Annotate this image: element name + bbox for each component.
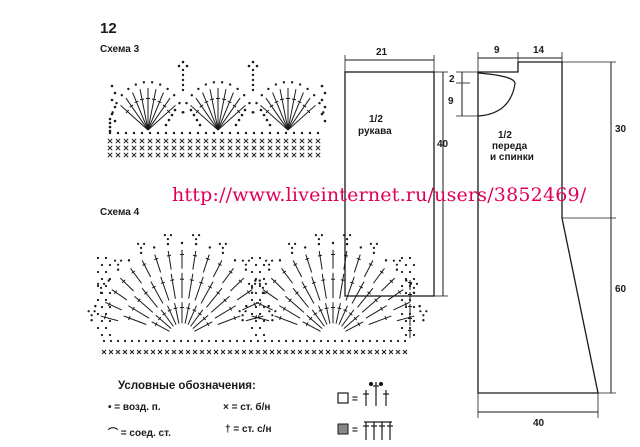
legend-title: Условные обозначения:: [118, 380, 256, 392]
svg-text:=: =: [352, 394, 358, 405]
scheme4-chart: [87, 234, 428, 355]
dc-text: ст. с/н: [241, 424, 272, 435]
body-outline: [477, 61, 599, 394]
neck-width-label: 9: [494, 45, 500, 56]
neck-depth-back-label: 2: [449, 74, 455, 85]
body-pattern: 9 14 2 9 30 60 40 1/2 переда и спинки: [448, 45, 627, 429]
sleeve-title: рукава: [358, 126, 392, 137]
scheme4-label: Схема 4: [100, 207, 140, 218]
four-stitch-group-icon: [363, 421, 393, 440]
legend-item-slip: ⌒ = соед. ст.: [108, 428, 171, 439]
gray-square-icon: [337, 423, 349, 435]
front-neckline: [477, 72, 516, 117]
sc-symbol: ×: [223, 402, 229, 413]
svg-text:=: =: [352, 425, 358, 436]
sleeve-height-label: 40: [437, 139, 449, 150]
sleeve-outline: [344, 71, 435, 297]
chain-text: возд. п.: [122, 402, 161, 413]
body-title-line3: и спинки: [490, 152, 534, 163]
armhole-height-label: 30: [615, 124, 627, 135]
neck-depth-front-label: 9: [448, 96, 454, 107]
body-title-fraction: 1/2: [498, 130, 512, 141]
slip-symbol: ⌒: [108, 428, 118, 439]
legend-item-sc: × = ст. б/н: [223, 402, 271, 413]
sleeve-width-label: 21: [376, 47, 388, 58]
shoulder-width-label: 14: [533, 45, 545, 56]
page-number: 12: [100, 20, 117, 37]
legend-item-dc: † = ст. с/н: [225, 424, 272, 435]
scheme3-chart: [107, 60, 327, 158]
legend-box-symbols: = =: [337, 381, 393, 440]
side-length-label: 60: [615, 284, 627, 295]
sc-text: ст. б/н: [240, 402, 271, 413]
white-square-icon: [337, 392, 349, 404]
body-title-line2: переда: [492, 141, 528, 152]
watermark-url: http://www.liveinternet.ru/users/3852469…: [172, 184, 587, 206]
bottom-width-label: 40: [533, 418, 545, 429]
scheme3-label: Схема 3: [100, 44, 140, 55]
sleeve-title-fraction: 1/2: [369, 114, 383, 125]
legend-item-chain: • = возд. п.: [108, 402, 161, 413]
slip-text: соед. ст.: [129, 428, 171, 439]
sleeve-pattern: 21 40 1/2 рукава: [344, 47, 449, 297]
dc-symbol: †: [225, 424, 231, 435]
chain-symbol: •: [108, 402, 112, 413]
three-stitch-group-icon: [363, 381, 389, 406]
